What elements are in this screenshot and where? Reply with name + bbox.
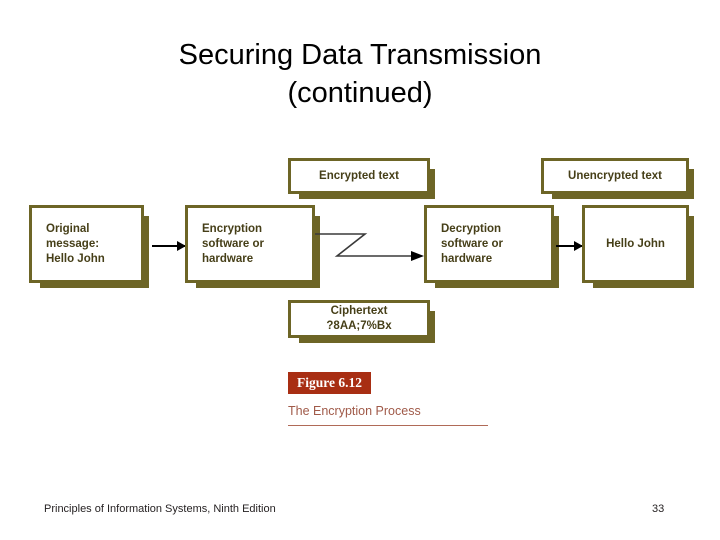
original-message-line-3: Hello John <box>46 252 105 265</box>
ciphertext-line-1: Ciphertext <box>330 305 388 317</box>
label-unencrypted-text: Unencrypted text <box>568 169 662 182</box>
decryption-line-2: software or <box>441 237 503 250</box>
label-box-unencrypted-text: Unencrypted text <box>541 158 694 199</box>
figure-caption-block: Figure 6.12 The Encryption Process <box>288 372 488 426</box>
arrow-original-to-encryption <box>152 245 186 247</box>
figure-number-badge: Figure 6.12 <box>288 372 371 394</box>
footer-page-number: 33 <box>652 503 665 515</box>
footer-source: Principles of Information Systems, Ninth… <box>44 503 276 515</box>
box-original-message: Original message: Hello John <box>29 205 149 288</box>
encryption-line-3: hardware <box>202 252 254 265</box>
label-box-ciphertext: Ciphertext ?8AA;7%Bx <box>288 300 435 343</box>
box-decryption-software: Decryption software or hardware <box>424 205 559 288</box>
page-title-line-2: (continued) <box>287 77 433 109</box>
ciphertext-line-2: ?8AA;7%Bx <box>326 320 392 332</box>
page-title: Securing Data Transmission (continued) <box>60 36 660 112</box>
decryption-line-3: hardware <box>441 252 493 265</box>
arrow-head-decryption-to-output <box>574 241 583 251</box>
original-message-line-2: message: <box>46 237 100 250</box>
box-output-hello-john: Hello John <box>582 205 694 288</box>
figure-caption-rule <box>288 425 488 426</box>
zigzag-connector-encrypted-channel <box>315 233 424 261</box>
encryption-line-1: Encryption <box>202 222 263 235</box>
figure-caption-text: The Encryption Process <box>288 404 421 418</box>
label-box-encrypted-text: Encrypted text <box>288 158 435 199</box>
original-message-line-1: Original <box>46 222 90 235</box>
encryption-line-2: software or <box>202 237 264 250</box>
output-hello-john-text: Hello John <box>606 237 665 250</box>
arrow-head-original-to-encryption <box>177 241 186 251</box>
label-encrypted-text: Encrypted text <box>319 169 399 182</box>
page-title-line-1: Securing Data Transmission <box>178 39 542 71</box>
box-encryption-software: Encryption software or hardware <box>185 205 320 288</box>
decryption-line-1: Decryption <box>441 222 502 235</box>
arrow-decryption-to-output <box>556 245 582 247</box>
